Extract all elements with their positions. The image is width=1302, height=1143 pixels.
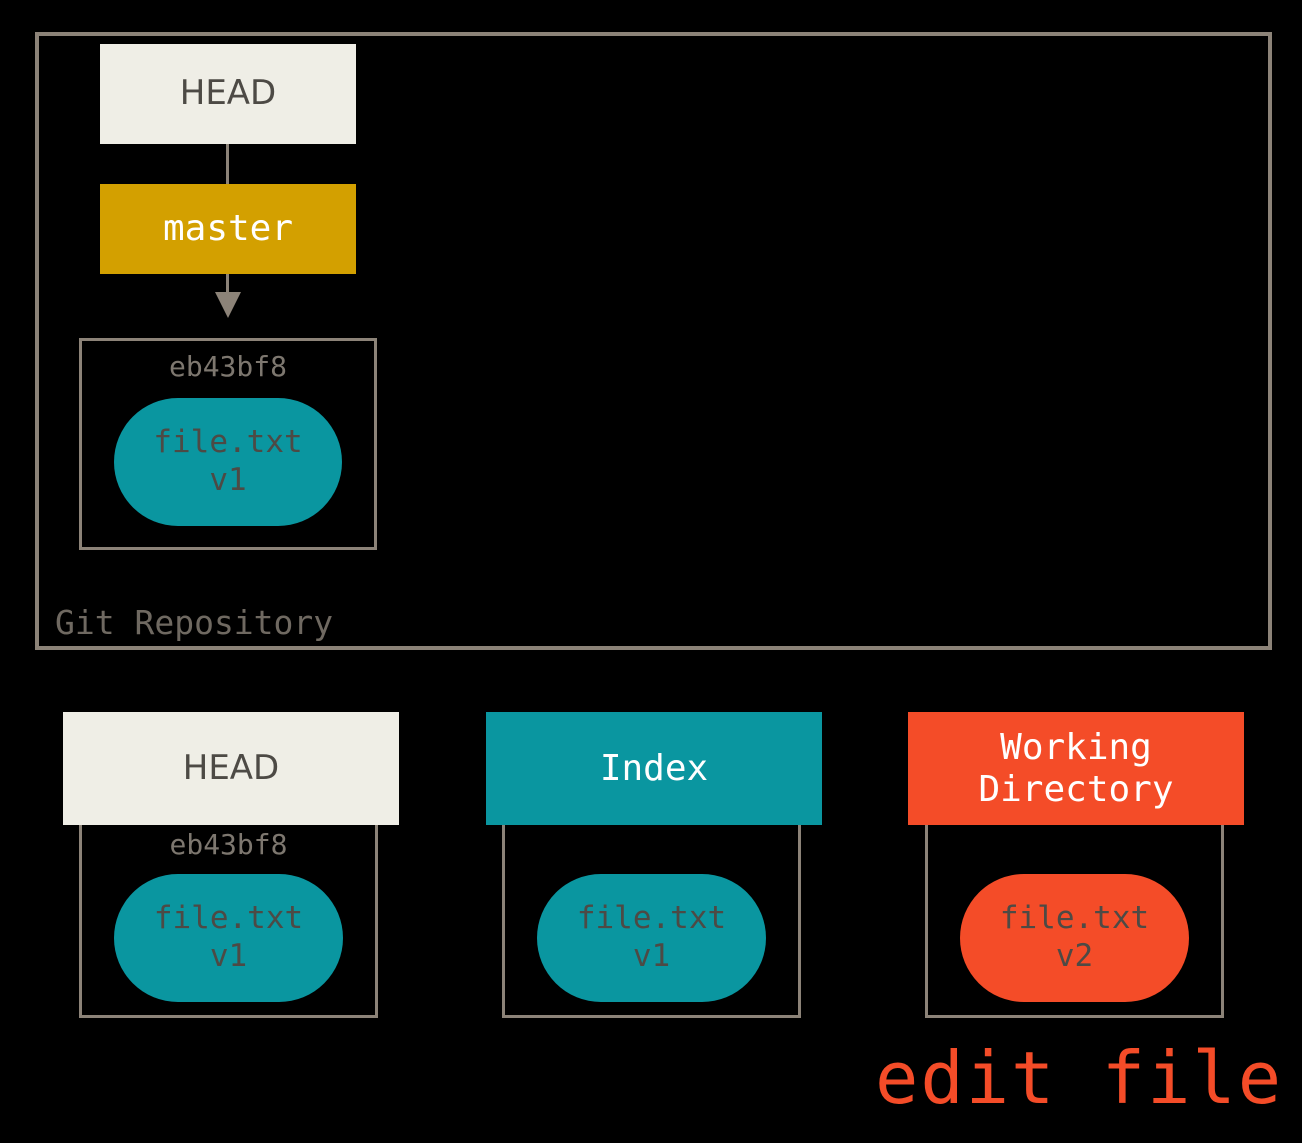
repo-head-box[interactable]: HEAD — [100, 44, 356, 144]
index-area-blob: file.txt v1 — [537, 874, 766, 1002]
working-directory-blob-version: v2 — [1055, 938, 1094, 974]
working-directory-blob-filename: file.txt — [999, 900, 1150, 937]
repo-commit-blob-filename: file.txt — [153, 424, 303, 461]
working-directory-area-blob: file.txt v2 — [960, 874, 1189, 1002]
repo-commit-sha: eb43bf8 — [168, 350, 287, 383]
head-area-blob-filename: file.txt — [153, 900, 304, 937]
working-directory-header-line1: Working — [1000, 727, 1152, 769]
git-repository-label: Git Repository — [55, 603, 334, 642]
index-area-header[interactable]: Index — [486, 712, 822, 825]
working-directory-header-line2: Directory — [978, 768, 1174, 810]
connector-master-to-commit — [226, 274, 229, 296]
repo-commit-box — [79, 338, 377, 550]
head-area-blob-version: v1 — [209, 938, 248, 974]
head-area-sha: eb43bf8 — [169, 828, 288, 861]
head-area-header[interactable]: HEAD — [63, 712, 399, 825]
repo-commit-blob: file.txt v1 — [114, 398, 342, 526]
index-area-blob-version: v1 — [632, 938, 671, 974]
working-directory-area-header[interactable]: Working Directory — [908, 712, 1244, 825]
arrow-down-icon — [215, 292, 241, 318]
repo-master-box[interactable]: master — [100, 184, 356, 274]
index-area-blob-filename: file.txt — [576, 900, 727, 937]
edit-file-caption: edit file — [875, 1036, 1284, 1120]
repo-commit-blob-version: v1 — [209, 462, 247, 498]
connector-head-to-master — [226, 144, 229, 184]
head-area-blob: file.txt v1 — [114, 874, 343, 1002]
git-repository-frame — [35, 32, 1272, 650]
